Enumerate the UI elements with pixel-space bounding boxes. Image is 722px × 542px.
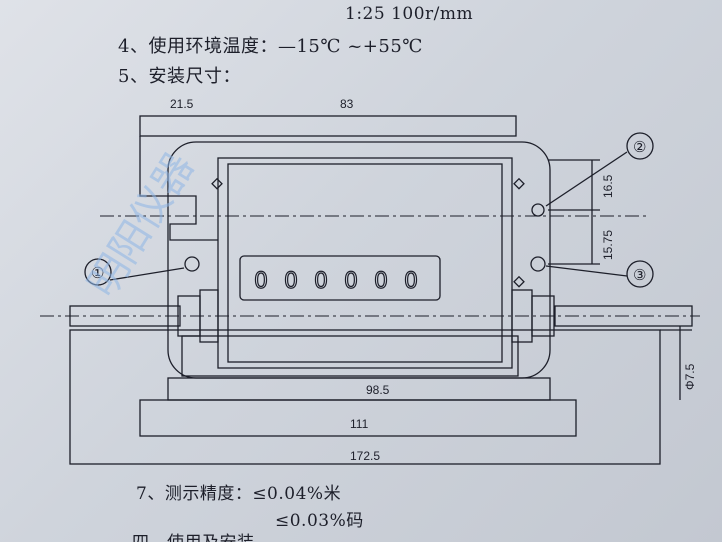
leader-3 [545,265,628,277]
marker-top-left [211,177,223,190]
spec-item-accuracy-yard: ≤0.03%码 [275,511,364,531]
counter-body [217,157,513,369]
spec-item-temperature: 4、使用环境温度：—15℃ ~+55℃ [118,36,423,57]
top-dim-frame [139,115,517,137]
mount-hole-1 [184,256,200,272]
spec-item-accuracy: 7、测示精度：≤0.04%米 [136,484,342,504]
counter-digit: 0 [284,269,298,294]
spec-item-install-size: 5、安装尺寸： [118,66,241,87]
dim-frame-111 [167,377,551,401]
counter-digit: 0 [374,269,388,294]
counter-digit: 0 [404,269,418,294]
left-bracket [139,136,218,241]
dim-21-5: 21.5 [170,97,194,111]
dim-phi-7-5: Φ7.5 [683,363,697,390]
scale-line: 1:25 100r/mm [345,4,474,24]
callout-circle-1 [84,258,112,286]
callout-2: ② [633,139,646,156]
dim-15-75: 15.75 [601,230,615,260]
mount-hole-3 [530,256,546,272]
counter-inner [227,163,503,363]
counter-digit: 0 [344,269,358,294]
counter-window [239,255,441,301]
dim-172-5: 172.5 [350,449,380,463]
dim-16-5: 16.5 [601,174,615,198]
callout-3: ③ [633,267,646,284]
marker-bottom-right [513,275,525,288]
callout-circle-2 [626,132,654,160]
callout-circle-3 [626,260,654,288]
section-heading-usage: 四、使用及安装 [132,528,255,542]
dim-83: 83 [340,97,354,111]
dim-111: 111 [350,417,369,431]
leader-1 [109,267,185,281]
shaft-hub-right [511,289,533,343]
leader-2 [545,151,628,207]
counter-digit: 0 [254,269,268,294]
housing-outline [167,141,551,379]
mount-hole-2 [531,203,545,217]
outer-dim-frame [69,329,661,465]
dim-frame-98-5 [181,335,519,377]
marker-top-right [513,177,525,190]
counter-digit: 0 [314,269,328,294]
dim-frame-111-inner [139,399,577,437]
watermark: 明阳仪器 [79,145,203,305]
dim-98-5: 98.5 [366,383,390,397]
callout-1: ① [91,265,104,282]
